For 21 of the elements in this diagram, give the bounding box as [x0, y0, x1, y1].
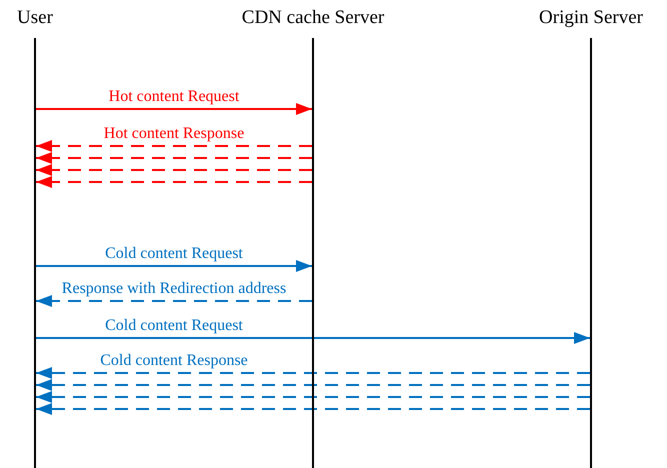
dashed-arrow [36, 367, 590, 379]
participant-label: User [16, 6, 54, 30]
arrow [36, 332, 590, 344]
edge-label: Hot content Request [108, 88, 240, 106]
dashed-arrow [36, 403, 590, 415]
dashed-arrow [36, 164, 312, 176]
edge-label: Cold content Request [105, 245, 243, 263]
dashed-arrow [36, 176, 312, 188]
dashed-arrow [36, 391, 590, 403]
dashed-arrow [36, 379, 590, 391]
participant-label: Origin Server [538, 6, 644, 30]
arrow [36, 103, 312, 115]
arrow [36, 260, 312, 272]
dashed-arrow [36, 140, 312, 152]
dashed-arrow [36, 152, 312, 164]
participant-label: CDN cache Server [240, 6, 386, 30]
edge-label: Hot content Response [104, 125, 244, 143]
edge-label: Response with Redirection address [62, 280, 286, 298]
edge-label: Cold content Request [105, 317, 243, 335]
dashed-arrow [36, 295, 312, 307]
edge-label: Cold content Response [100, 352, 248, 370]
